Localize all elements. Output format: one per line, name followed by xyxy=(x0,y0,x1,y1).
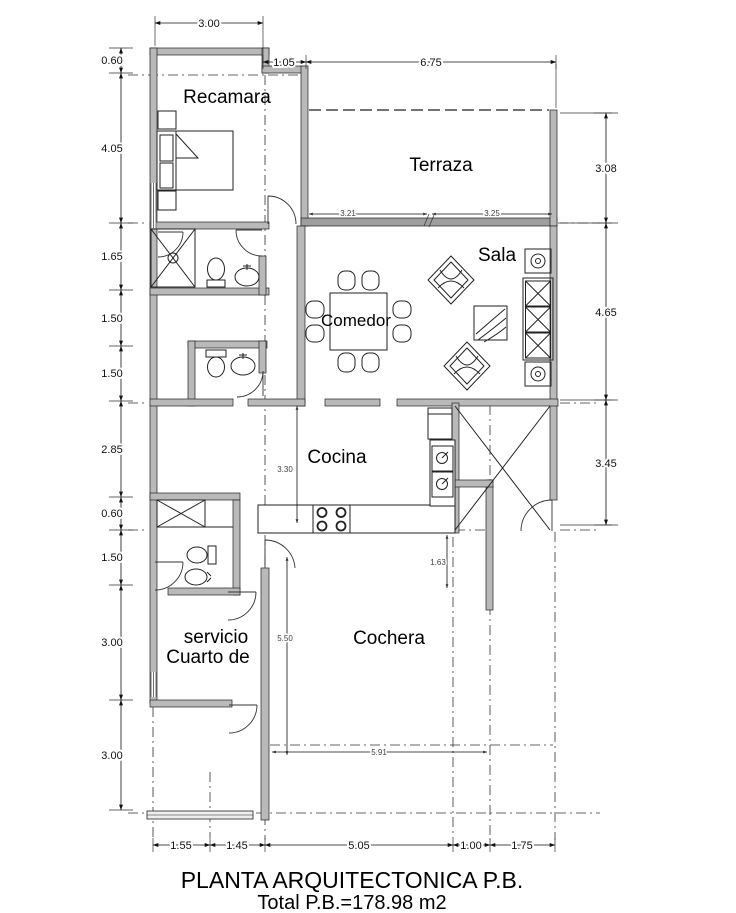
dim-bottom-1: 1.45 xyxy=(226,840,247,852)
sink-icon xyxy=(230,353,256,376)
room-label-servicio-line2: Cuarto de xyxy=(166,647,249,668)
sink-icon xyxy=(184,568,212,586)
lamp-table-icon xyxy=(524,361,552,387)
lamp-table-icon xyxy=(524,248,552,274)
kitchen-sink-icon xyxy=(431,445,454,498)
bedroom-furniture xyxy=(156,110,234,211)
kitchen-fixtures xyxy=(257,407,456,534)
shower-icon xyxy=(156,499,206,528)
front-fence-wall xyxy=(146,810,254,820)
walls xyxy=(149,47,559,821)
dim-right-2: 3.45 xyxy=(595,458,616,470)
dim-terrace-b: 3.25 xyxy=(484,209,500,218)
room-label-cocina: Cocina xyxy=(307,447,367,468)
room-label-servicio-line1: servicio xyxy=(184,627,248,648)
door-arc xyxy=(520,499,553,532)
dim-garage-height: 5.50 xyxy=(277,634,293,643)
dim-top-offset: 1.05 xyxy=(273,57,294,69)
sofa-icon xyxy=(522,277,554,361)
plan-title: PLANTA ARQUITECTONICA P.B. xyxy=(181,867,524,893)
dim-top-bedroom: 3.00 xyxy=(198,18,219,30)
kitchen-counter xyxy=(257,504,456,534)
room-label-terraza: Terraza xyxy=(409,155,473,176)
dim-garage-width: 5.91 xyxy=(371,748,387,757)
sink-icon xyxy=(234,264,260,287)
door-arc xyxy=(227,591,257,621)
door-arc xyxy=(154,561,184,591)
dim-left-3: 1.50 xyxy=(101,313,122,325)
dining-set-icon xyxy=(305,270,412,373)
side-table-icon xyxy=(473,305,508,343)
room-labels: Recamara Terraza Sala Comedor Cocina Coc… xyxy=(166,87,516,668)
dim-bottom-0: 1.55 xyxy=(170,840,191,852)
living-room-furniture xyxy=(427,248,554,391)
dim-left-4: 1.50 xyxy=(101,368,122,380)
wall-break-symbol xyxy=(423,213,435,228)
window-symbols xyxy=(150,183,157,697)
armchair-icon xyxy=(443,341,491,391)
room-label-comedor: Comedor xyxy=(321,311,391,330)
room-label-sala: Sala xyxy=(478,245,516,266)
door-arc xyxy=(267,195,297,225)
patio-cross-marking xyxy=(454,405,551,531)
dim-top-terrace: 6.75 xyxy=(420,57,441,69)
toilet-icon xyxy=(205,349,227,378)
dining-table-icon xyxy=(329,292,388,351)
bathroom-1-fixtures xyxy=(150,228,260,288)
dimension-lines xyxy=(119,21,608,847)
bathroom-2-fixtures xyxy=(205,349,256,378)
door-arc xyxy=(235,229,263,257)
dim-right-1: 4.65 xyxy=(595,307,616,319)
fridge-icon xyxy=(427,407,453,440)
armchair-icon xyxy=(427,255,475,305)
kitchen-counter xyxy=(429,439,456,507)
dim-left-1: 4.05 xyxy=(101,143,122,155)
dim-left-0: 0.60 xyxy=(101,55,122,67)
dim-bottom-2: 5.05 xyxy=(348,840,369,852)
door-arc xyxy=(228,704,258,734)
dim-bottom-4: 1.75 xyxy=(511,840,532,852)
dim-left-6: 0.60 xyxy=(101,508,122,520)
stove-icon xyxy=(312,504,351,534)
bed-icon xyxy=(156,130,234,191)
title-block: PLANTA ARQUITECTONICA P.B. Total P.B.=17… xyxy=(181,867,524,913)
door-arc xyxy=(236,370,264,398)
dimension-extensions xyxy=(109,16,618,852)
dim-terrace-a: 3.21 xyxy=(340,209,356,218)
room-label-cochera: Cochera xyxy=(353,628,425,649)
dim-left-2: 1.65 xyxy=(101,251,122,263)
toilet-icon xyxy=(206,257,226,288)
dim-left-5: 2.85 xyxy=(101,444,122,456)
plan-subtitle: Total P.B.=178.98 m2 xyxy=(257,892,446,913)
door-arcs xyxy=(154,195,553,734)
room-label-recamara: Recamara xyxy=(183,87,271,108)
nightstand-icon xyxy=(157,110,177,130)
door-arc xyxy=(264,539,296,569)
dim-kitchen-height: 3.30 xyxy=(277,465,293,474)
service-bathroom-fixtures xyxy=(156,499,217,586)
nightstand-icon xyxy=(157,190,177,211)
dim-left-9: 3.00 xyxy=(101,750,122,762)
dim-left-8: 3.00 xyxy=(101,637,122,649)
shower-icon xyxy=(150,228,196,288)
dim-right-0: 3.08 xyxy=(595,163,616,175)
dim-patio-width: 1.63 xyxy=(430,558,446,567)
toilet-icon xyxy=(186,545,217,565)
door-arc xyxy=(157,231,184,258)
dim-bottom-3: 1.00 xyxy=(460,840,481,852)
dimension-labels: 3.00 1.05 6.75 0.60 4.05 1.65 1.50 1.50 … xyxy=(99,16,618,854)
dim-left-7: 1.50 xyxy=(101,552,122,564)
